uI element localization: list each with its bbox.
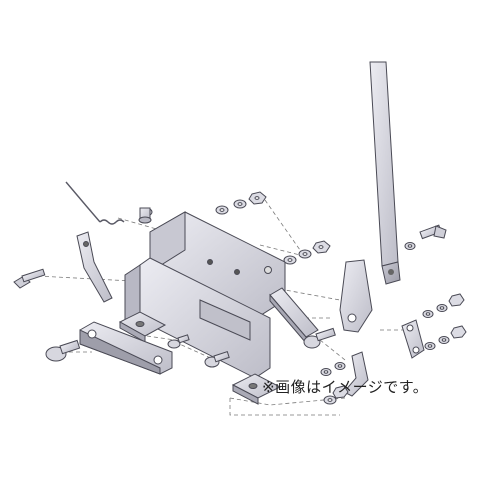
bolt-blade xyxy=(303,327,336,349)
base-foot-right xyxy=(231,373,282,405)
top-washers xyxy=(215,191,267,215)
handle-lever xyxy=(369,61,401,285)
left-side-plate xyxy=(79,321,173,375)
image-disclaimer-note: ※画像はイメージです。 xyxy=(262,378,429,396)
spring-wire xyxy=(65,181,125,225)
bolt-left xyxy=(13,268,46,289)
lower-washers xyxy=(320,362,349,405)
link-plate xyxy=(401,319,425,359)
bolt-lower-left xyxy=(45,339,81,362)
pivot-bracket xyxy=(339,259,373,333)
mid-washers xyxy=(283,240,331,265)
bolt-handle xyxy=(404,224,447,250)
base-foot-left xyxy=(118,311,167,343)
bent-bracket xyxy=(76,231,113,303)
bolt-small xyxy=(167,334,190,349)
roller-pin xyxy=(138,207,153,224)
curved-link xyxy=(343,351,369,397)
blade-bar xyxy=(269,287,319,345)
main-body-frame xyxy=(124,211,286,379)
right-washers xyxy=(422,293,467,350)
bolt-center xyxy=(204,351,230,368)
